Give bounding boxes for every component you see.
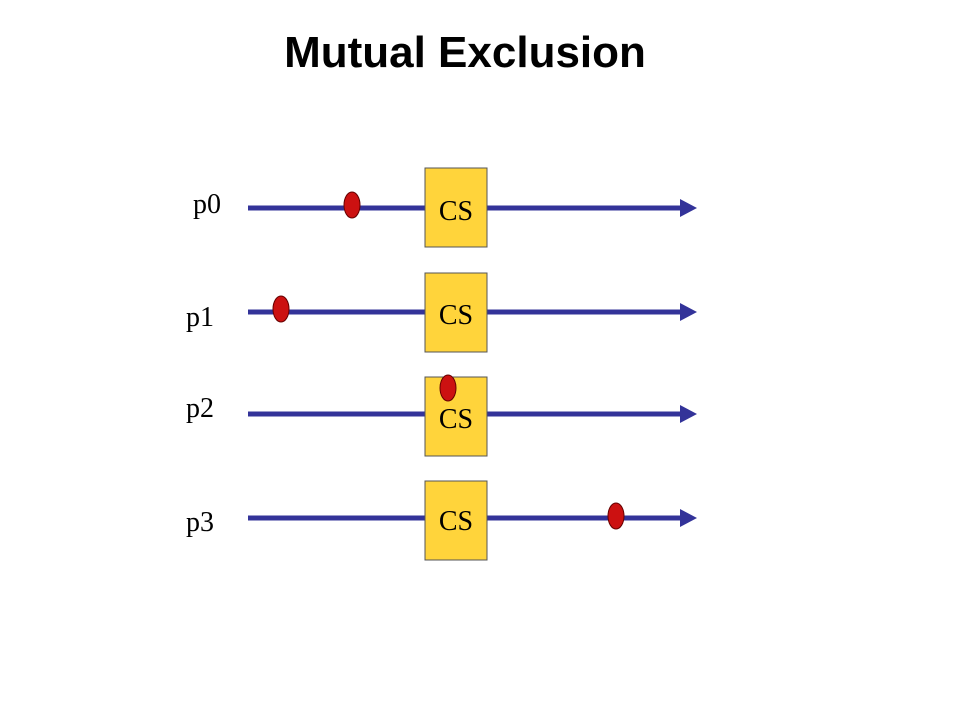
critical-section-box-p1: [424, 272, 488, 353]
cs-label-p1: CS: [439, 300, 473, 331]
process-row-p1: p1 CS: [186, 272, 697, 353]
cs-label-p3: CS: [439, 506, 473, 537]
arrowhead-p2: [680, 405, 697, 423]
token-p1: [272, 295, 290, 323]
arrowhead-p3: [680, 509, 697, 527]
process-row-p0: p0 CS: [193, 167, 697, 248]
slide-title: Mutual Exclusion: [284, 28, 646, 77]
process-label-p2: p2: [186, 393, 214, 424]
process-row-p2: p2 CS: [186, 374, 697, 457]
token-p3: [607, 502, 625, 530]
token-p2: [439, 374, 457, 402]
cs-label-p2: CS: [439, 404, 473, 435]
process-row-p3: p3 CS: [186, 480, 697, 561]
critical-section-box-p3: [424, 480, 488, 561]
process-label-p1: p1: [186, 302, 214, 333]
arrowhead-p1: [680, 303, 697, 321]
arrowhead-p0: [680, 199, 697, 217]
critical-section-box-p0: [424, 167, 488, 248]
token-p0: [343, 191, 361, 219]
process-label-p0: p0: [193, 189, 221, 220]
process-label-p3: p3: [186, 507, 214, 538]
cs-label-p0: CS: [439, 196, 473, 227]
